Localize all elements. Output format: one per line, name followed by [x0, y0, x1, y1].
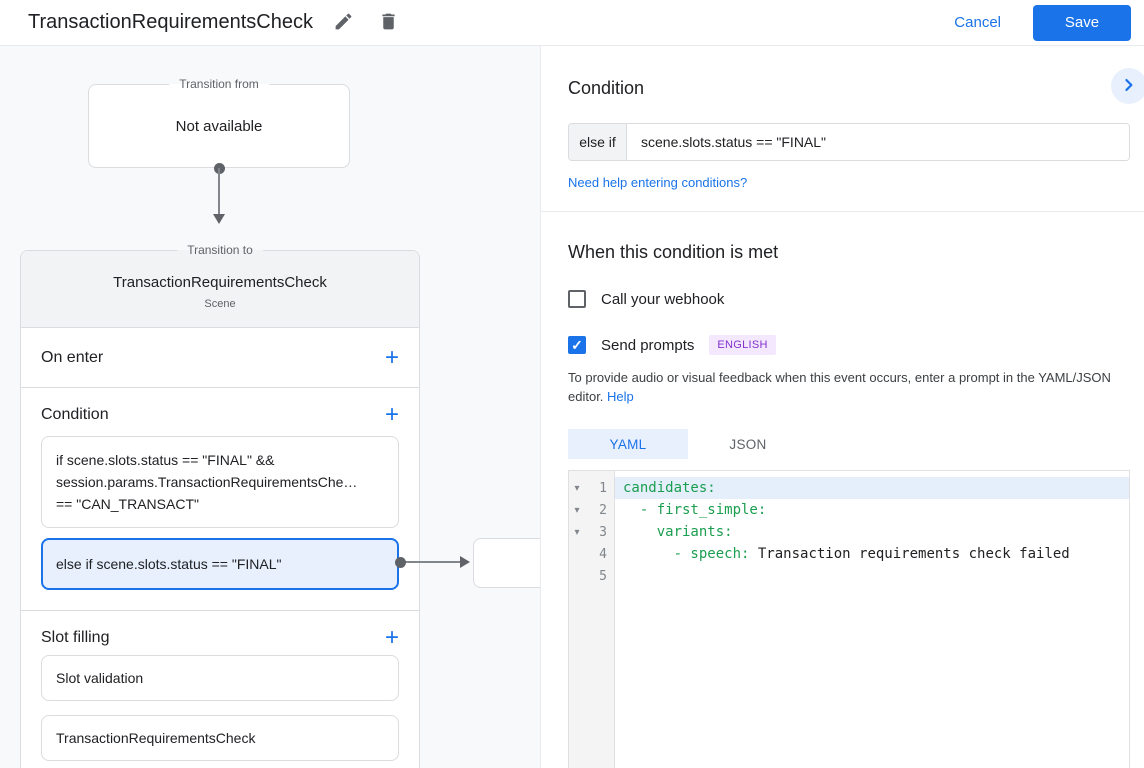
- slot-item[interactable]: TransactionRequirementsCheck: [41, 715, 399, 761]
- add-on-enter-button[interactable]: +: [385, 345, 399, 369]
- plus-icon: +: [384, 624, 399, 651]
- condition-help-link[interactable]: Need help entering conditions?: [568, 175, 748, 190]
- code-line[interactable]: - speech: Transaction requirements check…: [615, 543, 1129, 565]
- scene-type: Scene: [204, 298, 236, 310]
- line-number: 3: [599, 524, 607, 540]
- top-bar: TransactionRequirementsCheck Cancel Save: [0, 0, 1144, 46]
- send-prompts-row: ✓ Send prompts ENGLISH: [568, 335, 1130, 355]
- language-badge: ENGLISH: [709, 335, 776, 355]
- condition-detail-panel: Condition else if Need help entering con…: [540, 46, 1144, 768]
- condition-section: Condition + if scene.slots.status == "FI…: [21, 388, 419, 611]
- send-prompts-label[interactable]: Send prompts: [601, 336, 695, 354]
- code-token: [623, 524, 657, 540]
- prompt-description-text: To provide audio or visual feedback when…: [568, 370, 1111, 404]
- line-number: 1: [599, 480, 607, 496]
- collapse-panel-button[interactable]: [1111, 68, 1144, 104]
- code-token: [623, 502, 640, 518]
- webhook-checkbox[interactable]: ✓: [568, 290, 586, 308]
- line-number: 5: [599, 568, 607, 584]
- slot-filling-section: Slot filling + Slot validation Transacti…: [21, 611, 419, 768]
- connector-line: [218, 168, 220, 214]
- plus-icon: +: [384, 401, 399, 428]
- line-number: 2: [599, 502, 607, 518]
- condition-label: Condition: [41, 406, 109, 423]
- condition-item-selected[interactable]: else if scene.slots.status == "FINAL": [41, 538, 399, 590]
- condition-keyword: else if: [569, 124, 627, 160]
- condition-connector-dot: [395, 557, 406, 568]
- transition-target-node[interactable]: [473, 538, 540, 588]
- condition-connector-arrowhead-icon: [460, 556, 470, 568]
- code-line[interactable]: variants:: [615, 521, 1129, 543]
- add-condition-button[interactable]: +: [385, 403, 399, 427]
- trash-icon: [378, 11, 399, 35]
- gutter-row: 5: [569, 565, 614, 587]
- editor-code[interactable]: candidates: - first_simple: variants: - …: [615, 471, 1129, 768]
- code-token: Transaction requirements check failed: [749, 546, 1070, 562]
- webhook-label[interactable]: Call your webhook: [601, 290, 725, 308]
- edit-button[interactable]: [329, 7, 358, 39]
- panel-divider: [541, 211, 1144, 212]
- gutter-row: ▾3: [569, 521, 614, 543]
- gutter-row: ▾2: [569, 499, 614, 521]
- transition-from-content: Not available: [175, 117, 263, 135]
- pencil-icon: [333, 11, 354, 35]
- save-button[interactable]: Save: [1033, 4, 1131, 41]
- transition-to-label: Transition to: [177, 243, 263, 257]
- delete-button[interactable]: [374, 7, 403, 39]
- transition-from-node[interactable]: Transition from Not available: [88, 77, 350, 168]
- page-title: TransactionRequirementsCheck: [28, 11, 313, 33]
- code-line[interactable]: [615, 565, 1129, 587]
- on-enter-label: On enter: [41, 348, 104, 366]
- prompt-description: To provide audio or visual feedback when…: [568, 368, 1130, 406]
- editor-format-tabs: YAML JSON: [568, 429, 1130, 459]
- fold-toggle-icon[interactable]: ▾: [574, 526, 580, 538]
- scene-name: TransactionRequirementsCheck: [113, 274, 327, 291]
- code-token: - first_simple:: [639, 502, 767, 518]
- webhook-row: ✓ Call your webhook: [568, 290, 1130, 308]
- chevron-right-icon: [1118, 74, 1140, 99]
- condition-item[interactable]: if scene.slots.status == "FINAL" && sess…: [41, 436, 399, 528]
- line-number: 4: [599, 546, 607, 562]
- fold-toggle-icon[interactable]: ▾: [574, 482, 580, 494]
- scene-node-card: Transition to TransactionRequirementsChe…: [20, 243, 420, 768]
- code-token: candidates:: [623, 480, 716, 496]
- on-enter-row[interactable]: On enter +: [21, 328, 419, 388]
- slot-filling-section-head: Slot filling +: [21, 621, 419, 655]
- condition-expression-group: else if: [568, 123, 1130, 161]
- code-token: variants:: [656, 524, 733, 540]
- code-line[interactable]: - first_simple:: [615, 499, 1129, 521]
- gutter-row: 4: [569, 543, 614, 565]
- slot-filling-label: Slot filling: [41, 629, 110, 646]
- condition-connector-line: [401, 561, 461, 563]
- scene-node-header[interactable]: TransactionRequirementsCheck Scene: [21, 251, 419, 328]
- panel-title: Condition: [568, 78, 645, 98]
- condition-expression-input[interactable]: [627, 124, 1129, 160]
- code-token: - speech:: [673, 546, 750, 562]
- when-condition-met-heading: When this condition is met: [568, 242, 779, 262]
- topbar-actions: Cancel Save: [954, 4, 1131, 41]
- code-token: [623, 546, 674, 562]
- condition-section-head: Condition +: [21, 398, 419, 432]
- help-link[interactable]: Help: [607, 389, 634, 404]
- send-prompts-checkbox[interactable]: ✓: [568, 336, 586, 354]
- transition-from-label: Transition from: [169, 77, 269, 91]
- add-slot-button[interactable]: +: [385, 626, 399, 650]
- fold-toggle-icon[interactable]: ▾: [574, 504, 580, 516]
- panel-header: Condition: [568, 46, 1144, 104]
- connector-arrowhead-icon: [213, 214, 225, 224]
- checkmark-icon: ✓: [571, 337, 583, 353]
- code-line[interactable]: candidates:: [615, 477, 1129, 499]
- plus-icon: +: [384, 343, 399, 371]
- tab-json[interactable]: JSON: [688, 429, 808, 459]
- slot-item[interactable]: Slot validation: [41, 655, 399, 701]
- scene-diagram-canvas: Transition from Not available Transition…: [0, 46, 540, 768]
- tab-yaml[interactable]: YAML: [568, 429, 688, 459]
- cancel-button[interactable]: Cancel: [954, 14, 1001, 31]
- gutter-row: ▾1: [569, 477, 614, 499]
